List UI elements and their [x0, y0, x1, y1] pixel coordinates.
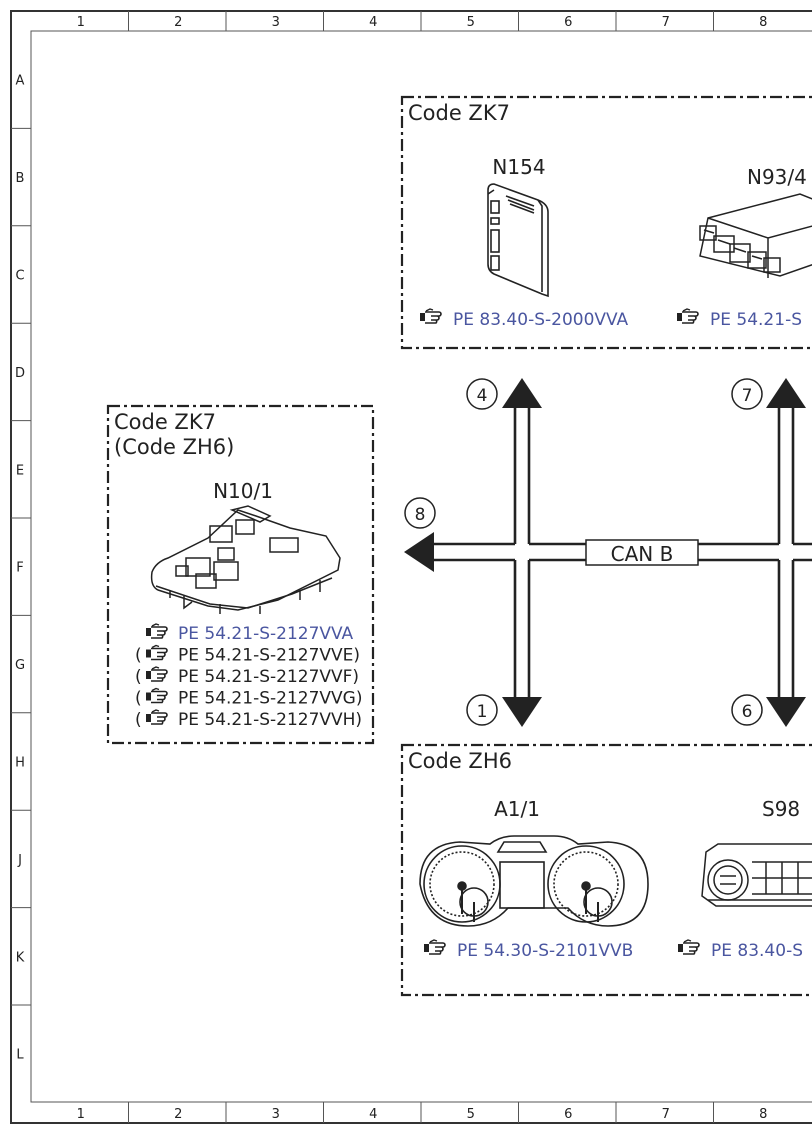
grid-row-label: H [15, 756, 25, 771]
pointing-hand-icon [676, 308, 699, 324]
grid-column-label: 2 [174, 1107, 182, 1122]
module-box-left: Code ZK7 (Code ZH6) N10/1 [106, 404, 375, 745]
ref-link-n10-1[interactable]: PE 54.21-S-2127VVE) [178, 646, 360, 666]
n10-1-module-icon [150, 505, 341, 614]
pointing-hand-icon [145, 623, 168, 639]
grid-row-label: K [16, 950, 25, 965]
module-box-bottom: Code ZH6 A1/1 PE 54.30-S-2101VVB S98 [400, 743, 812, 997]
arrow-down-connector-1 [502, 697, 542, 727]
component-label-n93-4: N93/4 [747, 165, 807, 189]
box-top-title: Code ZK7 [408, 101, 510, 125]
box-left-subtitle: (Code ZH6) [114, 435, 234, 459]
connector-number: 4 [477, 386, 488, 406]
component-label-n10-1: N10/1 [213, 479, 273, 503]
ref-open-paren: ( [135, 710, 142, 730]
grid-row-label: J [17, 853, 22, 868]
grid-row-label: F [16, 561, 23, 576]
connector-number: 7 [742, 386, 753, 406]
bus-label: CAN B [611, 542, 674, 566]
component-label-s98: S98 [762, 797, 800, 821]
ref-list-n10-1: PE 54.21-S-2127VVA ( PE 54.21-S-2127VVE) ( P… [135, 623, 362, 730]
grid-column-label: 4 [369, 1107, 377, 1122]
connector-markers: 4 7 8 1 6 [404, 378, 763, 726]
ref-link-n10-1[interactable]: PE 54.21-S-2127VVH) [178, 710, 362, 730]
grid-row-label: L [16, 1048, 24, 1063]
grid-column-label: 3 [272, 1107, 280, 1122]
pointing-hand-icon [145, 666, 168, 682]
grid-column-label: 5 [467, 1107, 475, 1122]
module-box-top: Code ZK7 N154 PE 83.40-S-2000VVA N93/4 [400, 95, 812, 350]
bus-label-box: CAN B [585, 539, 699, 566]
n93-4-module-icon [699, 193, 812, 278]
connector-number: 8 [415, 505, 426, 525]
ref-link-n10-1[interactable]: PE 54.21-S-2127VVF) [178, 667, 359, 687]
grid-column-label: 4 [369, 15, 377, 30]
grid-column-label: 5 [467, 15, 475, 30]
ref-link-n10-1[interactable]: PE 54.21-S-2127VVG) [178, 689, 362, 709]
arrow-up-connector-7 [766, 378, 806, 408]
grid-column-label: 1 [77, 15, 85, 30]
grid-row-label: E [16, 463, 24, 478]
arrow-left-connector-8 [404, 532, 434, 572]
pointing-hand-icon [145, 709, 168, 725]
ref-link-n93-4[interactable]: PE 54.21-S [710, 310, 802, 330]
arrow-up-connector-4 [502, 378, 542, 408]
control-panel-icon [701, 843, 812, 907]
component-label-a1-1: A1/1 [494, 797, 540, 821]
ref-link-s98[interactable]: PE 83.40-S [711, 941, 803, 961]
arrow-down-connector-6 [766, 697, 806, 727]
grid-row-label: C [15, 269, 24, 284]
can-bus-lines [434, 408, 812, 697]
ref-open-paren: ( [135, 646, 142, 666]
ref-open-paren: ( [135, 689, 142, 709]
grid-column-label: 2 [174, 15, 182, 30]
pointing-hand-icon [419, 308, 442, 324]
grid-column-label: 7 [662, 15, 670, 30]
pointing-hand-icon [677, 939, 700, 955]
pointing-hand-icon [145, 644, 168, 661]
instrument-cluster-icon [419, 835, 649, 927]
grid-row-label: G [15, 658, 25, 673]
connector-number: 1 [477, 702, 488, 722]
grid-column-label: 8 [759, 15, 767, 30]
box-left-title: Code ZK7 [114, 410, 216, 434]
ref-open-paren: ( [135, 667, 142, 687]
grid-row-label: A [16, 74, 25, 89]
box-bottom-title: Code ZH6 [408, 749, 512, 773]
grid-column-label: 6 [564, 15, 572, 30]
grid-row-label: D [15, 366, 25, 381]
grid-column-label: 1 [77, 1107, 85, 1122]
component-label-n154: N154 [492, 155, 545, 179]
grid-column-label: 8 [759, 1107, 767, 1122]
ref-link-n10-1[interactable]: PE 54.21-S-2127VVA [178, 624, 354, 644]
grid-row-label: B [16, 171, 25, 186]
pointing-hand-icon [145, 687, 168, 704]
grid-column-label: 7 [662, 1107, 670, 1122]
arrowheads [404, 378, 806, 727]
ref-link-n154[interactable]: PE 83.40-S-2000VVA [453, 310, 629, 330]
ref-link-a1-1[interactable]: PE 54.30-S-2101VVB [457, 941, 633, 961]
grid-column-label: 3 [272, 15, 280, 30]
grid-column-label: 6 [564, 1107, 572, 1122]
n154-module-icon [487, 183, 549, 298]
connector-number: 6 [742, 702, 753, 722]
pointing-hand-icon [423, 939, 446, 955]
